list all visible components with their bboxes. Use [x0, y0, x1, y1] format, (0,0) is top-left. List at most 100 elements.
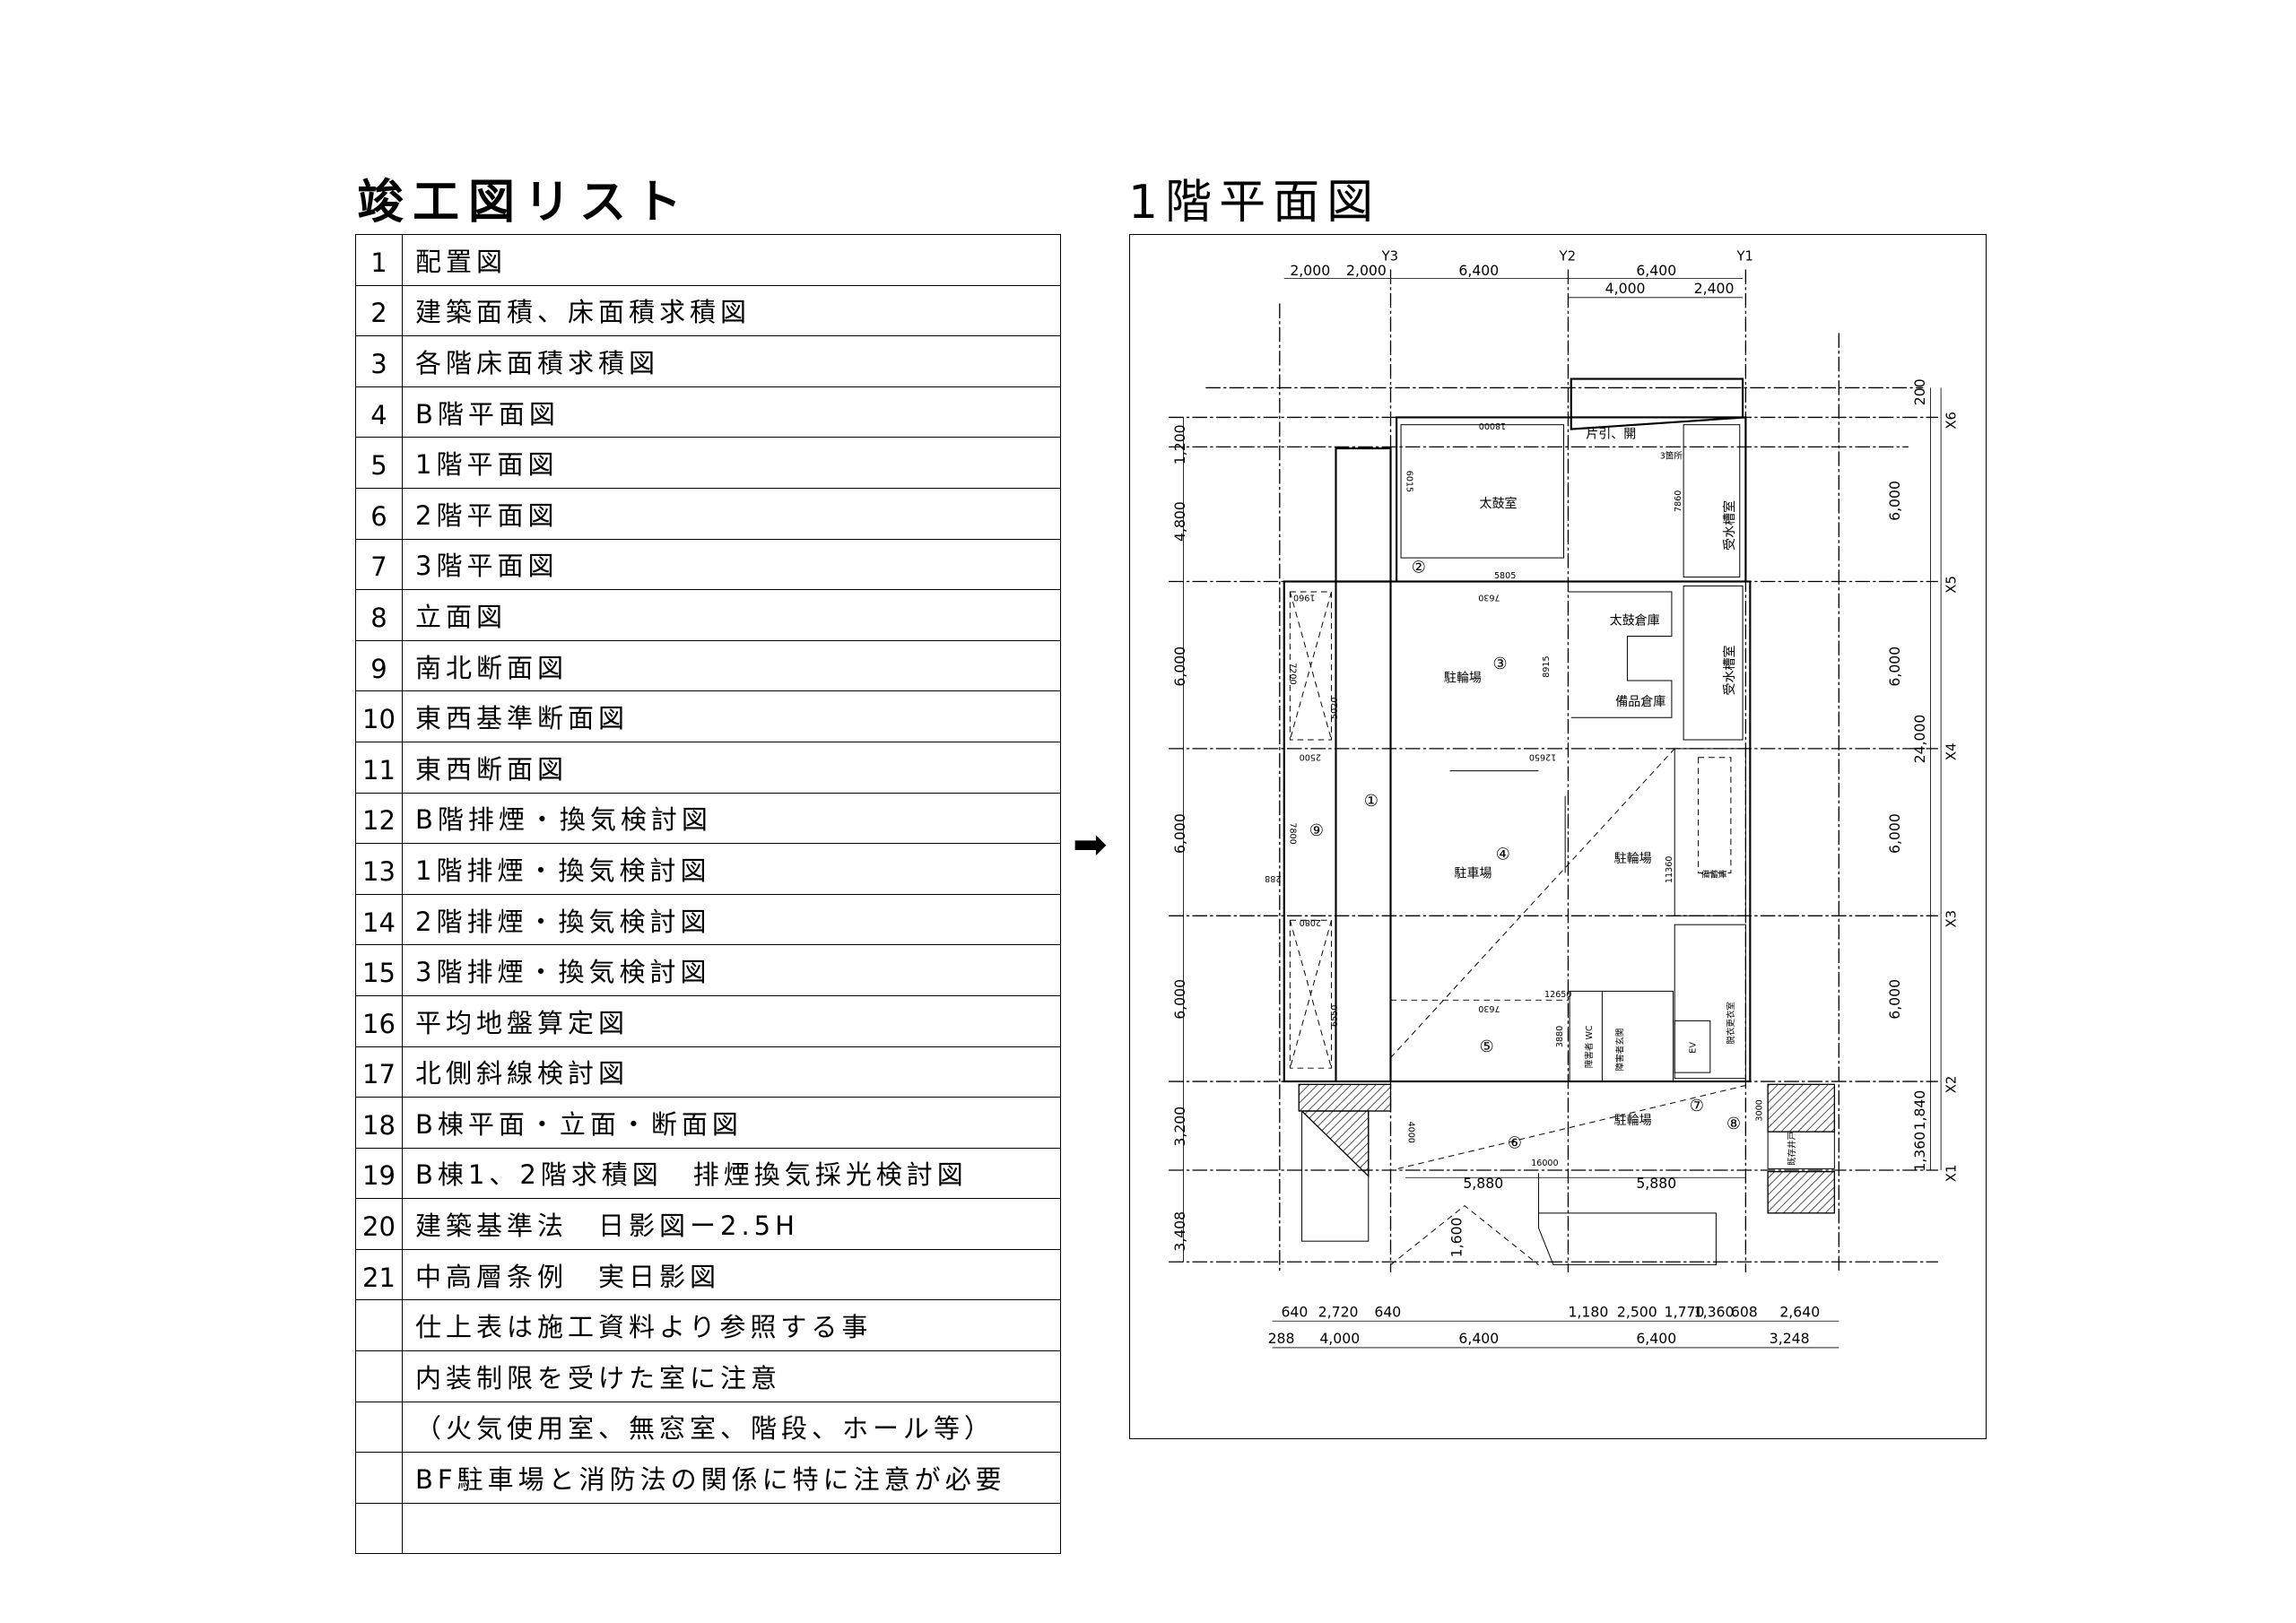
dim-right: 6,000 — [1886, 481, 1903, 521]
list-row: BF駐車場と消防法の関係に特に注意が必要 — [355, 1452, 1061, 1504]
dim-left: 4,800 — [1171, 501, 1188, 542]
measurement: 8915 — [1542, 655, 1552, 677]
dim-bottom: 1,360 — [1694, 1303, 1735, 1320]
dim-left: 6,000 — [1171, 979, 1188, 1020]
grid-label-x4: X4 — [1944, 742, 1960, 760]
list-row-name: 北側斜線検討図 — [402, 1046, 1061, 1098]
label-sliding-door: 片引、開 — [1586, 428, 1636, 442]
measurement: 5020 — [1330, 698, 1340, 719]
list-row-number: 2 — [355, 284, 403, 337]
dim-bottom: 2,640 — [1779, 1303, 1820, 1320]
dim-left: 3,200 — [1171, 1107, 1188, 1147]
list-row-number: 1 — [355, 234, 403, 286]
grid-label-x5: X5 — [1944, 576, 1960, 594]
measurement: 18000 — [1479, 421, 1506, 430]
list-row-name: 平均地盤算定図 — [402, 994, 1061, 1047]
room-taiko: 太鼓室 — [1479, 496, 1517, 511]
room-labels: 太鼓室 片引、開 3箇所 受水槽室 受水槽室 太鼓倉庫 駐輪場 備品倉庫 駐車場… — [1444, 428, 1797, 1167]
dim-bottom: 4,000 — [1319, 1330, 1360, 1347]
dim-right: 1,840 — [1911, 1090, 1928, 1131]
room-changing: 脱衣更衣室 — [1726, 1002, 1736, 1045]
list-row-name: 配置図 — [402, 234, 1061, 286]
list-row-number: 18 — [355, 1097, 403, 1149]
dim-left: 3,408 — [1171, 1211, 1188, 1252]
room-accessible-entrance: 障害者玄関 — [1614, 1028, 1625, 1072]
measurement: 3000 — [1755, 1099, 1765, 1121]
dim-bottom: 640 — [1374, 1303, 1401, 1320]
list-row-name: B階排煙・換気検討図 — [402, 792, 1061, 845]
dim-bottom: 288 — [1268, 1330, 1295, 1347]
list-row-name: 建築面積、床面積求積図 — [402, 284, 1061, 337]
grid-label-y1: Y1 — [1735, 249, 1753, 265]
marker-8: ⑧ — [1726, 1115, 1741, 1133]
grid-label-y3: Y3 — [1381, 249, 1399, 265]
grid-label-x6: X6 — [1944, 412, 1960, 430]
right-arrow-icon: ➡ — [1073, 820, 1108, 868]
dim-bottom: 1,180 — [1568, 1303, 1608, 1320]
dim-bottom: 3,248 — [1770, 1330, 1810, 1347]
list-row-name: 東西基準断面図 — [402, 690, 1061, 742]
grid-label-x1: X1 — [1944, 1165, 1960, 1183]
marker-4: ④ — [1496, 846, 1510, 864]
list-row-name: 1階平面図 — [402, 437, 1061, 489]
room-existing-well: 既存井戸 — [1787, 1132, 1797, 1166]
list-row-name: BF駐車場と消防法の関係に特に注意が必要 — [402, 1452, 1061, 1504]
grid-labels: Y3 Y2 Y1 X6 X5 X4 X3 X2 X1 — [1381, 249, 1960, 1183]
list-row-name: 中高層条例 実日影図 — [402, 1248, 1061, 1301]
label-three-places: 3箇所 — [1660, 451, 1683, 462]
grid-label-x3: X3 — [1944, 910, 1960, 928]
measurement: 6015 — [1405, 471, 1414, 492]
grid-label-x2: X2 — [1944, 1076, 1960, 1094]
room-bicycle-parking: 駐輪場 — [1444, 671, 1482, 686]
dim-bottom: 640 — [1281, 1303, 1308, 1320]
dim-top: 6,400 — [1636, 262, 1676, 279]
dim-bottom: 2,720 — [1318, 1303, 1359, 1320]
list-row: 仕上表は施工資料より参照する事 — [355, 1299, 1061, 1352]
marker-5: ⑤ — [1479, 1037, 1493, 1056]
dim-bottom: 608 — [1731, 1303, 1758, 1320]
list-row-number: 15 — [355, 944, 403, 996]
dim-top: 4,000 — [1605, 280, 1646, 297]
list-row-name: 仕上表は施工資料より参照する事 — [402, 1299, 1061, 1352]
dim-top: 6,400 — [1458, 262, 1499, 279]
dim-left: 6,000 — [1171, 647, 1188, 687]
marker-6: ⑥ — [1508, 1133, 1522, 1152]
list-row-number: 13 — [355, 843, 403, 895]
marker-2: ② — [1412, 559, 1426, 577]
list-row-name: 内装制限を受けた室に注意 — [402, 1350, 1061, 1402]
marker-9: ⑨ — [1309, 821, 1324, 840]
dim-bottom: 2,500 — [1617, 1303, 1657, 1320]
dim-top: 2,400 — [1694, 280, 1735, 297]
dim-top: 2,000 — [1346, 262, 1387, 279]
dim-right: 6,000 — [1886, 647, 1903, 687]
measurement: 2080 — [1300, 917, 1321, 927]
measurement: 7800 — [1287, 822, 1297, 844]
list-row-name: （火気使用室、無窓室、階段、ホール等） — [402, 1401, 1061, 1454]
list-row-name — [402, 1502, 1061, 1555]
marker-7: ⑦ — [1690, 1097, 1704, 1115]
measurement: 12650 — [1544, 990, 1571, 1000]
room-elevator: EV — [1688, 1042, 1698, 1054]
list-row: 内装制限を受けた室に注意 — [355, 1350, 1061, 1402]
list-row-name: B棟平面・立面・断面図 — [402, 1097, 1061, 1149]
dim-right: 6,000 — [1886, 813, 1903, 854]
list-row-name: B階平面図 — [402, 386, 1061, 438]
measurement: 4000 — [1405, 1122, 1415, 1143]
drawing-list-title: 竣工図リスト — [357, 176, 691, 230]
list-row-number: 21 — [355, 1248, 403, 1301]
marker-3: ③ — [1492, 655, 1507, 673]
area-markers: ① ② ③ ④ ⑤ ⑥ ⑦ ⑧ ⑨ — [1309, 559, 1741, 1153]
measurement-annotations: 18000 6015 7860 5805 7630 1960 7200 5020… — [1265, 421, 1764, 1168]
room-accessible-wc: 障害者 WC — [1584, 1025, 1595, 1068]
dim-inner: 5,880 — [1636, 1175, 1676, 1192]
list-row-name: B棟1、2階求積図 排煙換気採光検討図 — [402, 1147, 1061, 1200]
list-row-number: 4 — [355, 386, 403, 438]
